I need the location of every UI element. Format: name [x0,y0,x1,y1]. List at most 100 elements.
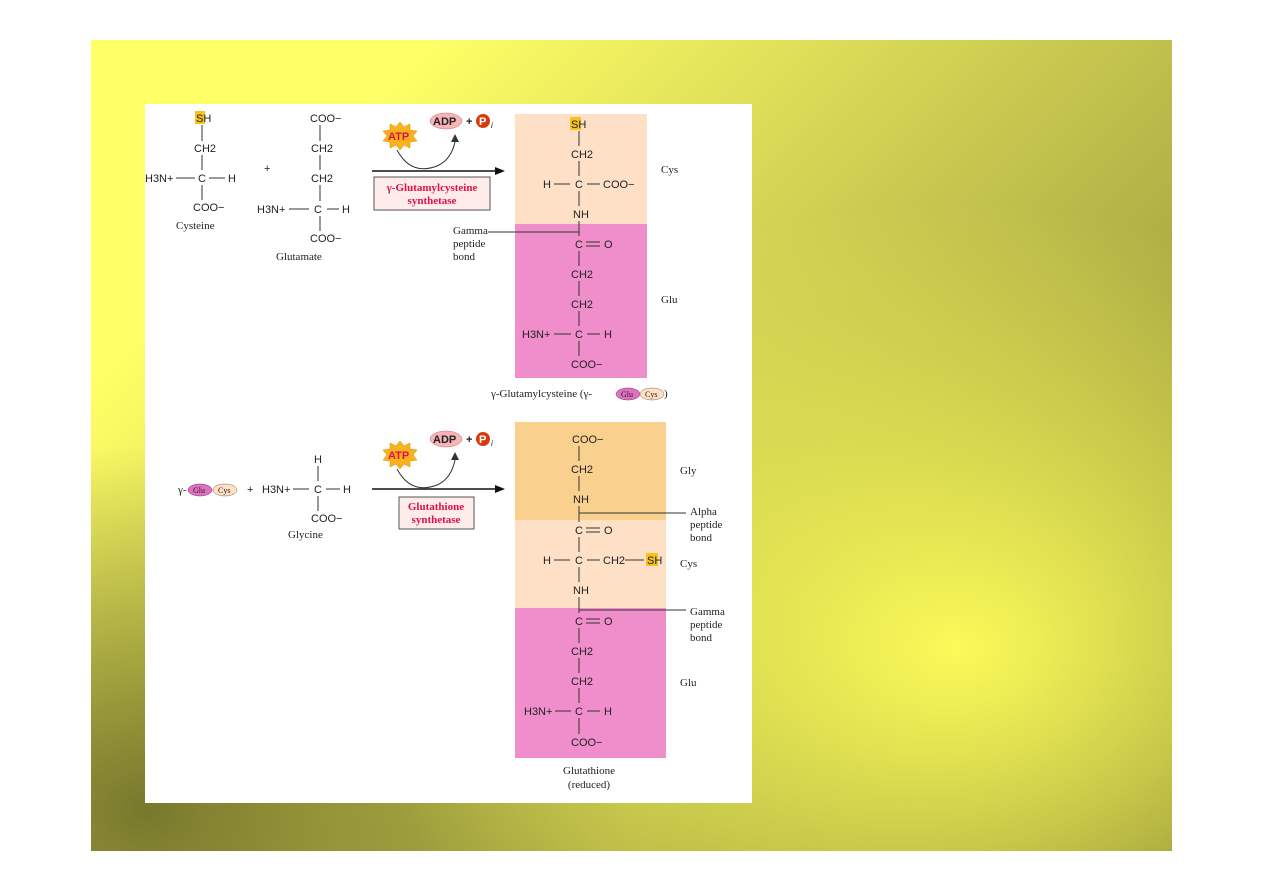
glutamate-structure: COO− CH2 CH2 H3N+ C H COO− Glutamate [257,113,350,263]
cysteine-structure: SH CH2 H3N+ C H COO− Cysteine [145,111,236,232]
glutathione-synthesis-figure: SH CH2 H3N+ C H COO− Cysteine + COO− CH2… [145,104,752,803]
p2-coo-bottom: COO− [571,737,602,749]
curved-arrow-head-2 [451,452,459,460]
reaction-diagram: SH CH2 H3N+ C H COO− Cysteine + COO− CH2… [145,111,725,791]
reaction2-reactants: γ- Glu Cys + H H3N+ C H COO− Glycine [177,454,351,541]
glutamate-coo-top: COO− [310,113,341,125]
p2-name-line1: Glutathione [563,765,615,777]
sh-highlight-p2 [646,553,658,566]
p1-coo2: COO− [571,359,602,371]
enzyme1-name-line1: γ-Glutamylcysteine [386,182,478,194]
p1-name-glu: Glu [621,390,633,399]
p1-name-cys: Cys [645,390,657,399]
p2-alpha-line2: peptide [690,519,722,531]
atp-star-icon-2 [382,440,418,470]
p2-c-cys: C [575,555,583,567]
glutamate-c: C [314,204,322,216]
pi-subscript: i [491,121,493,130]
p2-name-line2: (reduced) [568,779,610,791]
reaction1-arrow-group: ATP ADP + P i γ-Glutamylcysteine synthet… [372,112,505,211]
reaction1-arrow-head [495,167,505,175]
product2-gly-band [515,422,666,520]
p1-label-glu: Glu [661,294,678,306]
p1-bond-line2: peptide [453,238,485,250]
p1-ch2-b: CH2 [571,299,593,311]
p1-co-c: C [575,239,583,251]
p1-h: H [543,179,551,191]
atp-label: ATP [388,131,409,143]
product2-glu-band [515,608,666,758]
glu-bead-r2 [187,483,213,497]
p2-co1-c: C [575,525,583,537]
p2-ch2-gly: CH2 [571,464,593,476]
p2-gamma-line2: peptide [690,619,722,631]
p2-ch2-a: CH2 [571,646,593,658]
cysteine-h3n: H3N+ [145,173,173,185]
atp-label-2: ATP [388,450,409,462]
p1-h2: H [604,329,612,341]
enzyme2-box [398,496,475,530]
p2-label-glu: Glu [680,677,697,689]
r2-cys: Cys [218,486,230,495]
p2-gamma-line1: Gamma [690,606,725,618]
enzyme2-name-line2: synthetase [412,514,461,526]
p1-sh: SH [571,119,586,131]
plus-sign-adp-2: + [466,434,472,446]
p2-h3n: H3N+ [524,706,552,718]
glycine-coo: COO− [311,513,342,525]
adp-label: ADP [433,116,456,128]
r2-glu: Glu [193,486,205,495]
p2-h: H [543,555,551,567]
glutamate-coo-bottom: COO− [310,233,341,245]
glutamate-ch2-a: CH2 [311,143,333,155]
p1-nh: NH [573,209,589,221]
curved-arrow-head [451,134,459,142]
p2-sh: SH [647,555,662,567]
p2-label-gly: Gly [680,465,697,477]
p2-co2-c: C [575,616,583,628]
p2-gamma-line3: bond [690,632,713,644]
atp-star-icon [382,121,418,151]
p2-alpha-line1: Alpha [690,506,717,518]
adp-oval-2 [429,430,463,448]
pi-label: P [479,116,486,128]
enzyme1-box [373,176,491,211]
adp-oval [429,112,463,130]
p2-ch2-b: CH2 [571,676,593,688]
r2-prefix: γ- [177,484,187,496]
glycine-h3n: H3N+ [262,484,290,496]
glutamate-h3n: H3N+ [257,204,285,216]
sh-highlight [195,111,205,124]
plus-sign-2: + [247,484,253,496]
p1-coo: COO− [603,179,634,191]
cysteine-h: H [228,173,236,185]
reaction2-arrow-group: ATP ADP + P i Glutathione synthetase [372,430,505,530]
product1-glu-band [515,224,647,378]
p1-h3n: H3N+ [522,329,550,341]
sh-highlight-p1 [570,117,581,130]
product1-cys-band [515,114,647,224]
glycine-h: H [343,484,351,496]
p2-co1-o: O [604,525,613,537]
p1-co-o: O [604,239,613,251]
enzyme1-name-line2: synthetase [408,195,457,207]
cysteine-sh: SH [196,113,211,125]
glycine-h-top: H [314,454,322,466]
p2-c-glu: C [575,706,583,718]
cys-bead-p1 [639,387,665,401]
p1-bond-line1: Gamma [453,225,488,237]
cysteine-ch2: CH2 [194,143,216,155]
pi-circle-2 [476,432,490,446]
p2-label-cys: Cys [680,558,697,570]
p1-c: C [575,179,583,191]
plus-sign-1: + [264,163,270,175]
cysteine-name: Cysteine [176,220,215,232]
p1-name-prefix: γ-Glutamylcysteine (γ- [490,388,592,400]
enzyme2-name-line1: Glutathione [408,501,464,513]
glutamate-ch2-b: CH2 [311,173,333,185]
p1-bond-line3: bond [453,251,476,263]
p1-name-suffix: ) [664,388,668,400]
pi-circle [476,114,490,128]
plus-sign-adp-1: + [466,116,472,128]
p2-nh2: NH [573,585,589,597]
